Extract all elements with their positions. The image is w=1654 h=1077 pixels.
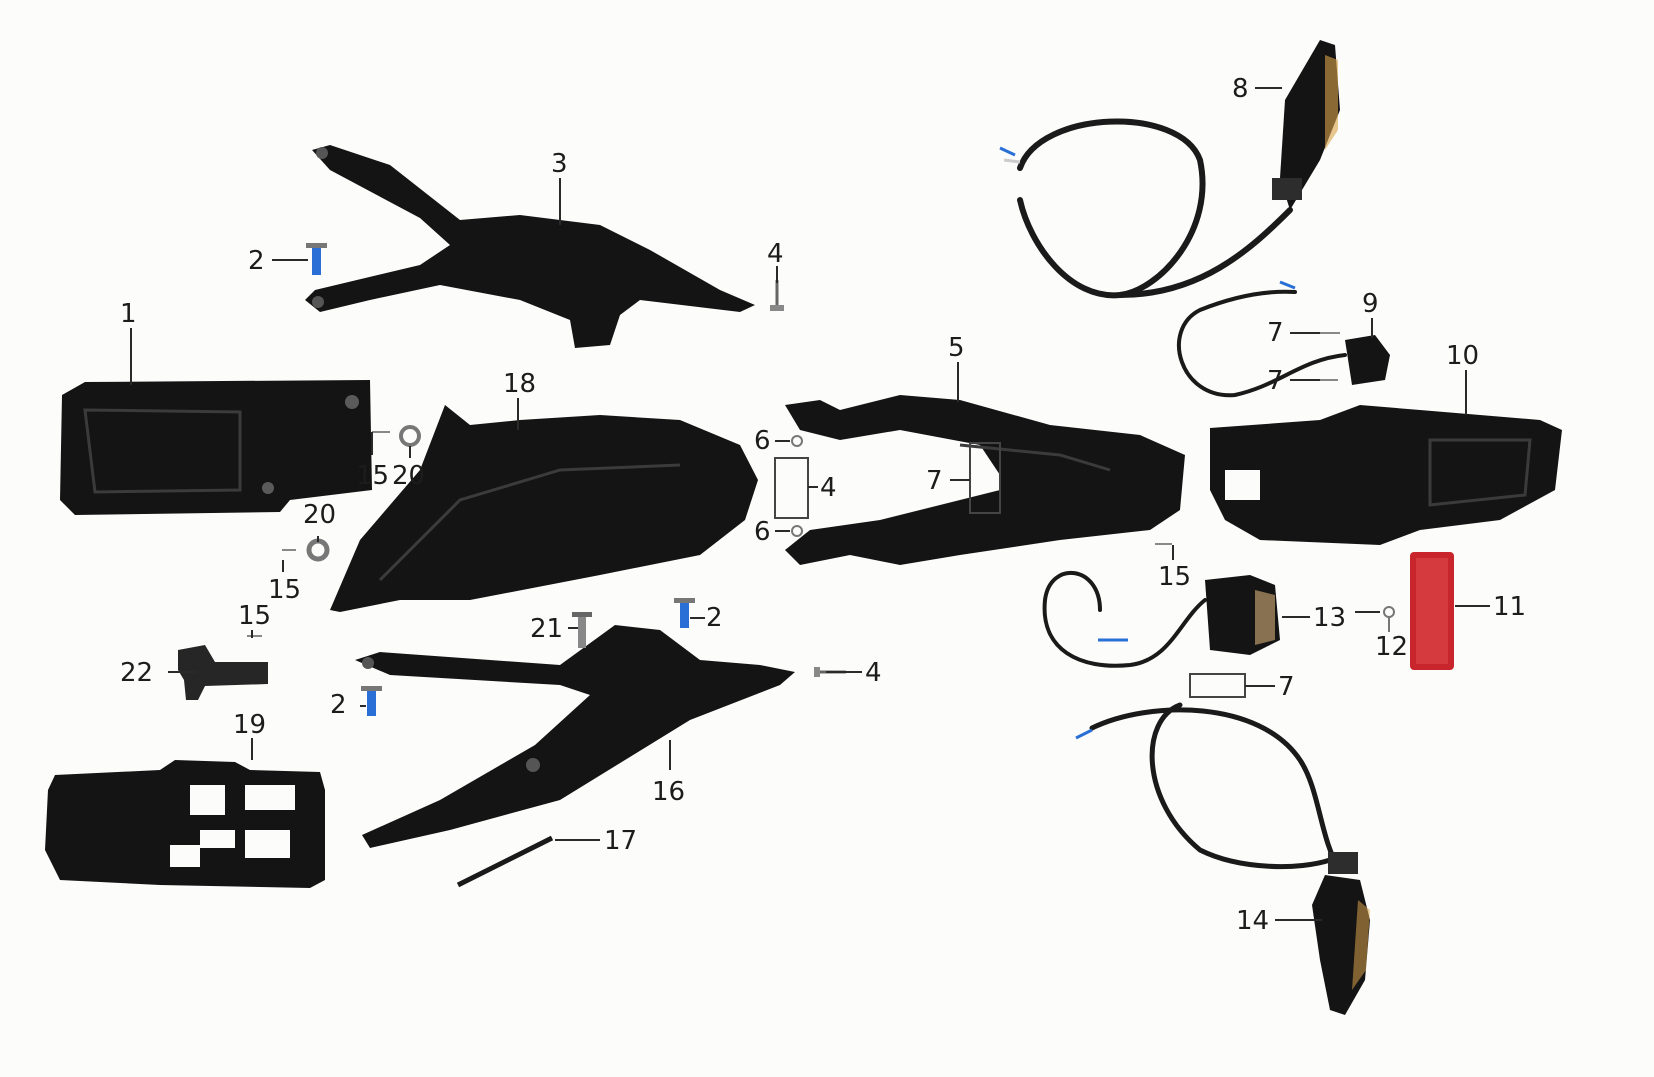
callout-2-lower: 2: [330, 690, 347, 720]
callout-14: 14: [1236, 906, 1269, 936]
part-8-turn-signal-upper: [999, 40, 1340, 299]
callout-15-d: 15: [1158, 562, 1191, 592]
callout-5: 5: [948, 333, 965, 363]
callout-11: 11: [1493, 592, 1526, 622]
callout-15-c: 15: [238, 601, 271, 631]
callout-6-upper: 6: [754, 426, 771, 456]
bolt-2-upper: [306, 243, 327, 275]
part-3-upper-subframe: [305, 145, 755, 348]
callout-9: 9: [1362, 289, 1379, 319]
callout-6-lower: 6: [754, 517, 771, 547]
bolt-21: [572, 612, 592, 648]
part-17-rod: [456, 835, 554, 888]
part-12-screw: [1383, 606, 1395, 632]
part-9-plate-light: [1176, 280, 1390, 398]
callout-15-b: 15: [268, 575, 301, 605]
callout-18: 18: [503, 369, 536, 399]
part-19-battery-box: [45, 760, 325, 888]
callout-12: 12: [1375, 632, 1408, 662]
part-1-side-cover: [60, 380, 372, 515]
callout-13: 13: [1313, 603, 1346, 633]
bolt-2-lower-left: [361, 686, 382, 716]
leader-lines: [130, 87, 1490, 921]
part-18-inner-fender: [330, 405, 758, 612]
washer-20-lower: [306, 538, 330, 562]
callout-21: 21: [530, 614, 563, 644]
callout-1: 1: [120, 299, 137, 329]
bolt-4-upper: [770, 280, 784, 311]
washer-20-upper: [399, 425, 421, 447]
callout-2-upper: 2: [248, 246, 265, 276]
part-5-fender-bracket: [785, 395, 1185, 565]
callout-3: 3: [551, 149, 568, 179]
part-13-tail-light: [1042, 571, 1280, 668]
callout-8: 8: [1232, 74, 1249, 104]
bolt-2-middle: [674, 598, 695, 628]
part-10-rear-fender: [1210, 405, 1562, 545]
part-16-lower-subframe: [355, 625, 795, 848]
callout-17: 17: [604, 826, 637, 856]
callout-4-right: 4: [865, 658, 882, 688]
callout-labels: 1 2 2 2 3 4 4 4 5 6 6 7 7 7 7 8 9 10 11 …: [120, 74, 1526, 936]
callout-22: 22: [120, 658, 153, 688]
washer-6-lower: [791, 525, 803, 537]
part-14-turn-signal-lower: [1075, 702, 1370, 1015]
callout-4-upper: 4: [767, 239, 784, 269]
callout-2-middle: 2: [706, 603, 723, 633]
callout-4-boxed: 4: [820, 473, 837, 503]
callout-10: 10: [1446, 341, 1479, 371]
callout-7-upper: 7: [1267, 318, 1284, 348]
part-11-red-reflector: [1410, 552, 1454, 670]
part-22-bracket: [178, 645, 268, 700]
callout-20-upper: 20: [392, 461, 425, 491]
callout-19: 19: [233, 710, 266, 740]
callout-7-lower: 7: [1267, 366, 1284, 396]
box-group-7-a: [969, 442, 1001, 514]
callout-16: 16: [652, 777, 685, 807]
callout-15-a: 15: [356, 461, 389, 491]
box-group-4: [774, 457, 809, 519]
washer-6-upper: [791, 435, 803, 447]
callout-7-taillight: 7: [1278, 672, 1295, 702]
callout-20-lower: 20: [303, 500, 336, 530]
callout-7-bracket: 7: [926, 466, 943, 496]
box-group-7-b: [1189, 673, 1246, 698]
